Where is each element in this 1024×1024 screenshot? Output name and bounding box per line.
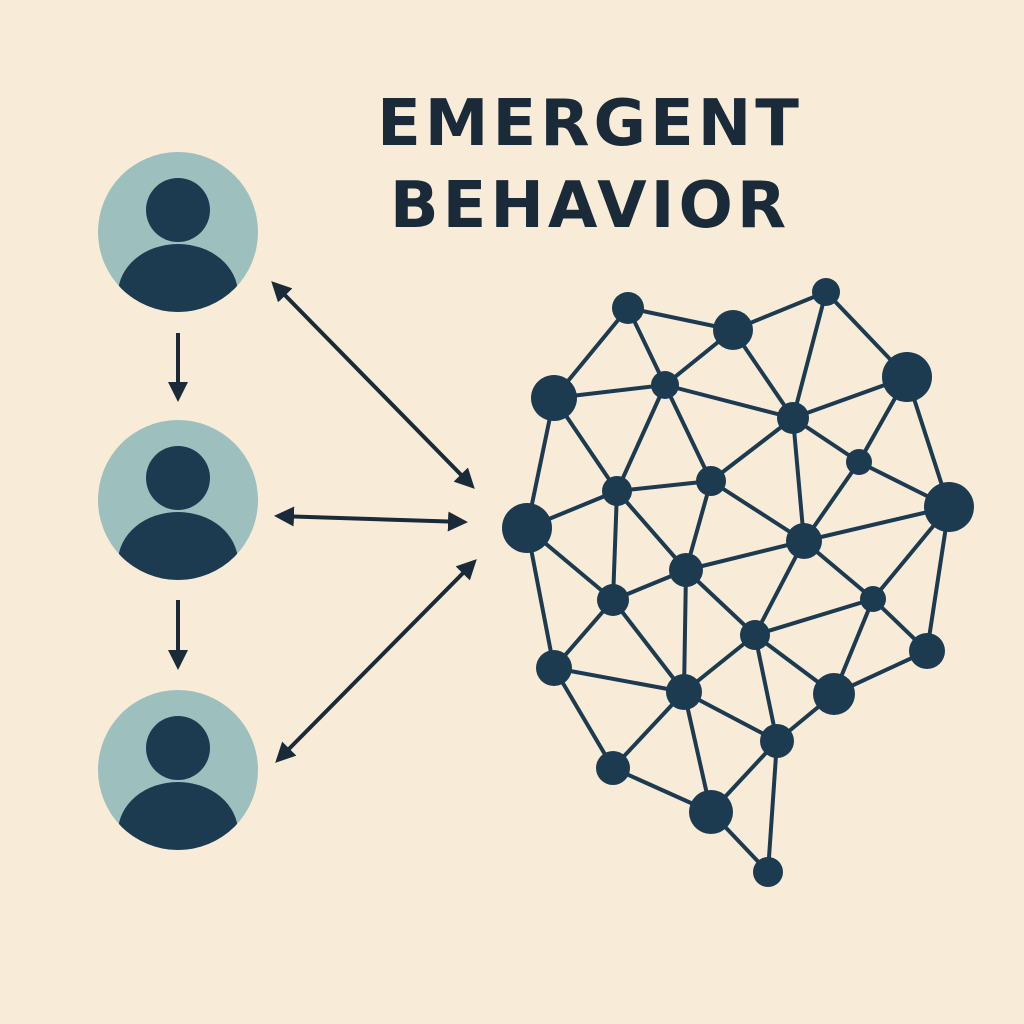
network-node: [502, 503, 552, 553]
double-arrow-3: [275, 559, 477, 763]
person-avatar-icon: [98, 690, 258, 850]
network-node: [813, 673, 855, 715]
network-node: [651, 371, 679, 399]
network-edge: [753, 634, 779, 742]
network-edge: [709, 479, 806, 543]
double-arrow-2: [274, 506, 468, 532]
network-node: [602, 476, 632, 506]
network-edge: [663, 384, 713, 482]
network-edge: [791, 417, 806, 542]
double-arrow-1: [271, 281, 475, 489]
network-edge: [754, 597, 874, 637]
network-node: [909, 633, 945, 669]
network-edge: [709, 416, 795, 483]
network-node: [812, 278, 840, 306]
network-edge: [611, 598, 686, 694]
network-node: [740, 620, 770, 650]
title-line-2: BEHAVIOR: [389, 169, 791, 243]
network-node: [777, 402, 809, 434]
network-node: [596, 751, 630, 785]
network-node: [536, 650, 572, 686]
network-edge: [553, 666, 685, 694]
network-node: [612, 292, 644, 324]
network-node: [753, 857, 783, 887]
title-line-1: EMERGENT: [377, 87, 803, 161]
person-avatar-icon: [98, 152, 258, 312]
network-node: [924, 482, 974, 532]
network-edge: [615, 489, 688, 572]
network-node: [689, 790, 733, 834]
network-edge: [616, 479, 712, 493]
person-avatar-icon: [98, 420, 258, 580]
network-edge: [552, 666, 615, 770]
network-edge: [615, 384, 667, 492]
network-node: [713, 310, 753, 350]
network-edge: [664, 383, 794, 420]
network-edge: [611, 490, 619, 601]
network-node: [696, 466, 726, 496]
network-edge: [766, 740, 779, 873]
network-node: [882, 352, 932, 402]
network-node: [760, 724, 794, 758]
network-edge: [791, 291, 828, 419]
network-node: [597, 584, 629, 616]
network-node: [669, 553, 703, 587]
network-edge: [685, 539, 805, 572]
network-node: [666, 674, 702, 710]
network-node: [846, 449, 872, 475]
network-node: [786, 523, 822, 559]
network-node: [860, 586, 886, 612]
network-edge: [682, 569, 688, 693]
network-node: [531, 375, 577, 421]
